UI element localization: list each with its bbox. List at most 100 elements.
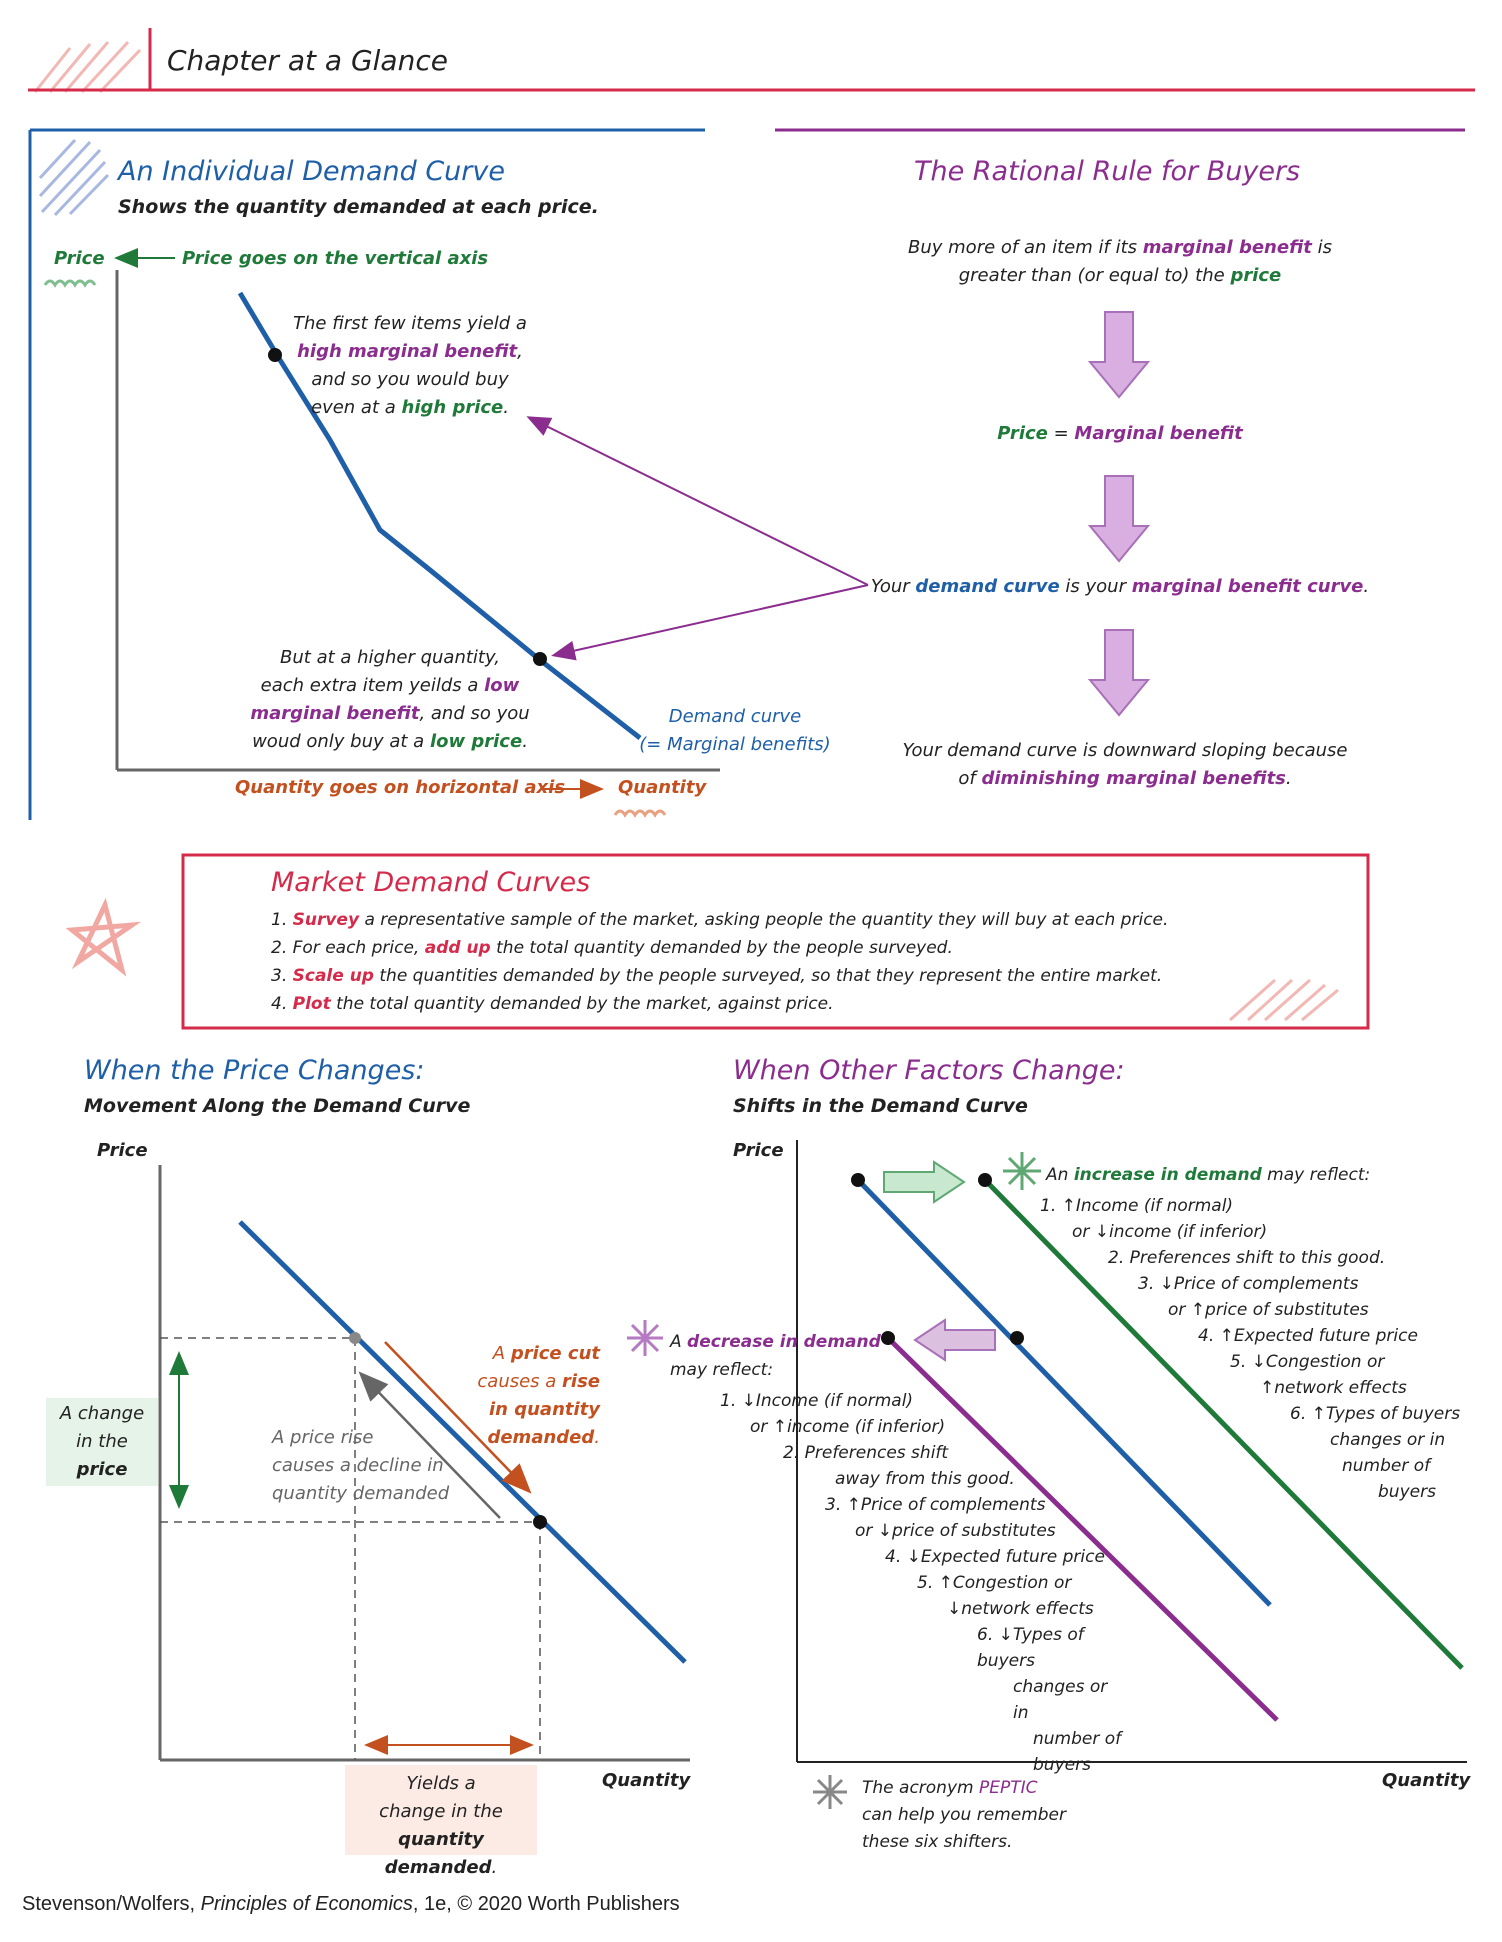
eq-sign: = [1047,423,1075,444]
individual-frame [28,128,705,820]
cut-period: . [594,1427,600,1448]
market-box [181,853,1370,1030]
cut-demanded: demanded [487,1427,595,1448]
original-demand-curve [856,1178,1272,1607]
price-cut-arrow [384,1341,532,1494]
dec-line: 1. ↓Income (if normal) [720,1391,914,1411]
change-in-price-text: A change in the price [46,1400,158,1484]
change-line-3: price [76,1459,128,1480]
low-price-keyword: low price [429,731,523,752]
market-title: Market Demand Curves [271,867,591,898]
high-mb-line-4: even at a high price. [270,394,550,422]
price-change-title: When the Price Changes: [84,1055,425,1086]
p2c: is your [1059,576,1132,597]
change-line-2: in the [76,1431,128,1452]
eq-price: Price [997,423,1048,444]
market-item-1-key: Survey [292,910,360,930]
price-equals-mb: Price = Marginal benefit [900,420,1340,448]
dec-line: changes or in [1013,1677,1108,1723]
decrease-asterisk-icon [627,1320,663,1356]
dec-line: away from this good. [835,1469,1015,1489]
market-star [65,897,142,977]
cut-2a: causes a [477,1371,563,1392]
price-change-axes [158,1165,690,1762]
low-mb-line-2a: each extra item yeilds a [260,675,485,696]
original-curve-point [851,1173,865,1187]
downward-sloping-text: Your demand curve is downward sloping be… [865,737,1385,793]
dec-line: or ↓price of substitutes [855,1521,1056,1541]
inc-line: 3. ↓Price of complements [1138,1274,1359,1294]
decrease-list: 1. ↓Income (if normal) or ↑income (if in… [705,1388,1125,1778]
market-item-1: 1. Survey a representative sample of the… [271,906,1351,934]
dec-line: or ↑income (if inferior) [750,1417,946,1437]
change-line-1: A change [59,1403,145,1424]
price-cut-text: A price cut causes a rise in quantity de… [400,1340,600,1452]
inc-line: ↑network effects [1260,1378,1407,1398]
other-factors-quantity-label: Quantity [1382,1770,1471,1791]
dec-line: 3. ↑Price of complements [825,1495,1046,1515]
peptic-a: The acronym [862,1778,979,1798]
market-item-2-key: add up [424,938,491,958]
p2-mb-curve: marginal benefit curve [1131,576,1364,597]
original-lower-point [1010,1331,1024,1345]
inc-a: An [1046,1165,1074,1185]
quantity-change-highlight [345,1765,537,1855]
decreased-curve-point [881,1331,895,1345]
shift-right-arrow [883,1160,966,1204]
cut-1a: A [492,1343,511,1364]
market-item-1-rest: a representative sample of the market, a… [359,910,1169,930]
dec-line: 2. Preferences shift [783,1443,949,1463]
price-change-dashes [160,1337,541,1760]
footer-a: Stevenson/Wolfers, [22,1893,201,1915]
low-mb-keyword: marginal benefit [250,703,420,724]
dec-line: 6. ↓Types of buyers [977,1625,1084,1671]
increase-asterisk-icon [1003,1152,1041,1190]
inc-line: 2. Preferences shift to this good. [1108,1248,1386,1268]
rational-line-1: Buy more of an item if its marginal bene… [860,234,1380,262]
other-factors-title: When Other Factors Change: [733,1055,1125,1086]
high-mb-keyword: high marginal benefit [297,341,518,362]
cut-line-3: in quantity [488,1399,600,1420]
yields-qd: quantity demanded [384,1829,492,1878]
decreased-demand-curve [886,1336,1279,1722]
peptic-line-2: can help you remember [862,1805,1066,1825]
high-mb-point [268,348,282,362]
demand-is-mb-text: Your demand curve is your marginal benef… [870,573,1370,601]
p2-demand-curve: demand curve [915,576,1060,597]
high-mb-line-2: high marginal benefit, [270,338,550,366]
cut-line-4: demanded. [400,1424,600,1452]
price-rise-arrow [358,1371,501,1519]
market-item-2-num: 2. For each price, [271,938,425,958]
rational-down-arrows [1087,311,1151,717]
market-hatch [1229,978,1339,1022]
decline-keyword: decline [356,1455,422,1476]
yields-line-1: Yields a [406,1773,476,1794]
high-price-keyword: high price [401,397,504,418]
dec-heading-2: may reflect: [670,1360,774,1380]
increased-curve-point [978,1173,992,1187]
market-list: 1. Survey a representative sample of the… [271,906,1351,1018]
p3-line-2: of diminishing marginal benefits. [865,765,1385,793]
demand-curve-label-1: Demand curve [668,706,802,727]
decrease-heading: A decrease in demand may reflect: [670,1328,881,1384]
individual-subtitle: Shows the quantity demanded at each pric… [118,196,599,218]
price-squiggle [43,279,97,288]
market-item-3-rest: the quantities demanded by the people su… [373,966,1163,986]
market-item-4: 4. Plot the total quantity demanded by t… [271,990,1351,1018]
page-title: Chapter at a Glance [167,44,448,77]
inc-line: 1. ↑Income (if normal) [1040,1196,1234,1216]
other-factors-subtitle: Shifts in the Demand Curve [733,1095,1028,1117]
rational-title: The Rational Rule for Buyers [914,156,1301,187]
rational-mb-keyword: marginal benefit [1142,237,1312,258]
price-rise-text: A price rise causes a decline in quantit… [272,1424,472,1508]
low-mb-line-4: woud only buy at a low price. [245,728,535,756]
market-item-4-key: Plot [292,994,331,1014]
rise-line-2: causes a decline in [272,1452,472,1480]
individual-axes [115,270,720,772]
market-item-3-num: 3. [271,966,293,986]
eq-mb: Marginal benefit [1074,423,1243,444]
high-mb-line-4a: even at a [311,397,402,418]
quantity-axis-note: Quantity goes on horizontal axis [235,777,566,798]
market-item-3: 3. Scale up the quantities demanded by t… [271,962,1351,990]
inc-line: changes or in [1330,1430,1446,1450]
